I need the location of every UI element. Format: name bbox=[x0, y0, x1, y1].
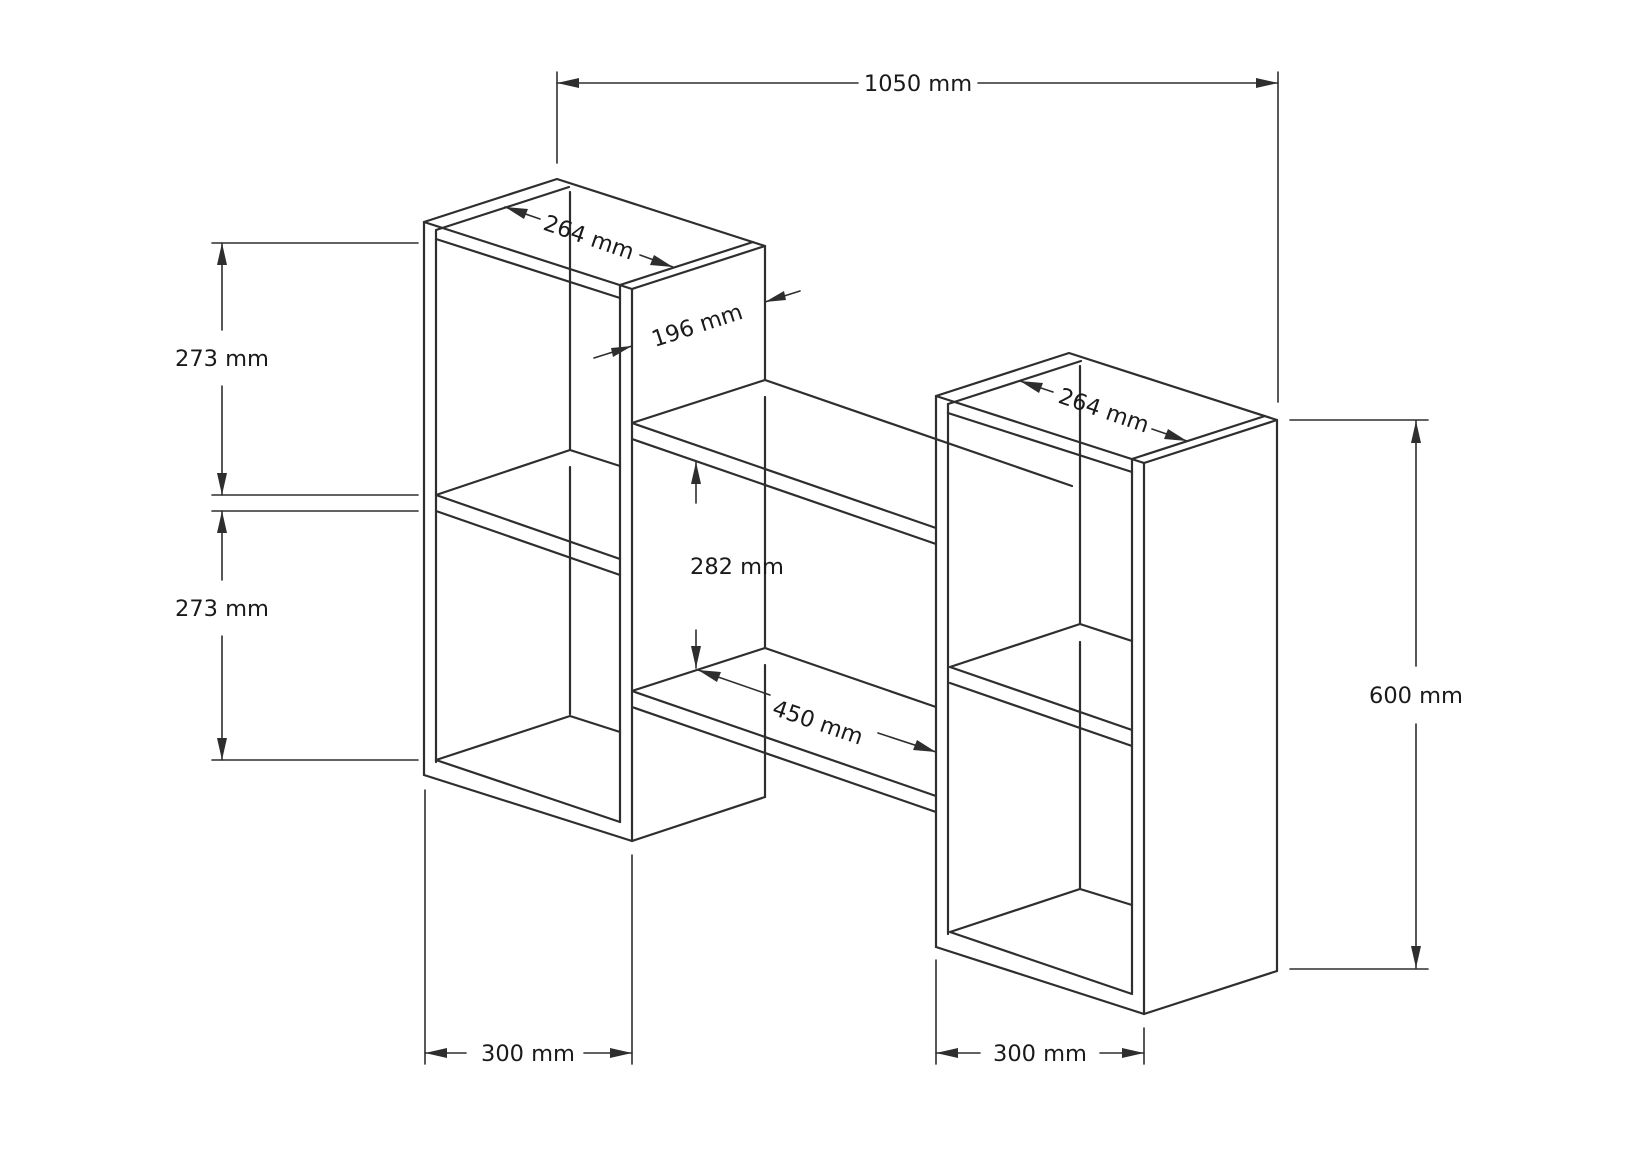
dimension-arrowheads bbox=[217, 78, 1421, 1058]
dim-right-box-width-label: 300 mm bbox=[993, 1041, 1087, 1067]
dim-left-lower-height-label: 273 mm bbox=[175, 596, 269, 622]
dim-overall-width-label: 1050 mm bbox=[864, 71, 972, 97]
dim-left-box-width-label: 300 mm bbox=[481, 1041, 575, 1067]
dim-left-upper-height-label: 273 mm bbox=[175, 346, 269, 372]
right-box-outline bbox=[934, 351, 1279, 1016]
dim-right-top-width-label: 264 mm bbox=[1055, 383, 1152, 438]
dim-left-top-width-label: 264 mm bbox=[540, 210, 637, 265]
dim-right-height-label: 600 mm bbox=[1369, 683, 1463, 709]
extension-lines bbox=[211, 71, 1429, 1065]
dimension-lines bbox=[221, 82, 1417, 1054]
dim-depth-label: 196 mm bbox=[649, 299, 746, 353]
left-box-outline bbox=[422, 177, 767, 843]
dim-middle-opening-height-label: 282 mm bbox=[690, 554, 784, 580]
